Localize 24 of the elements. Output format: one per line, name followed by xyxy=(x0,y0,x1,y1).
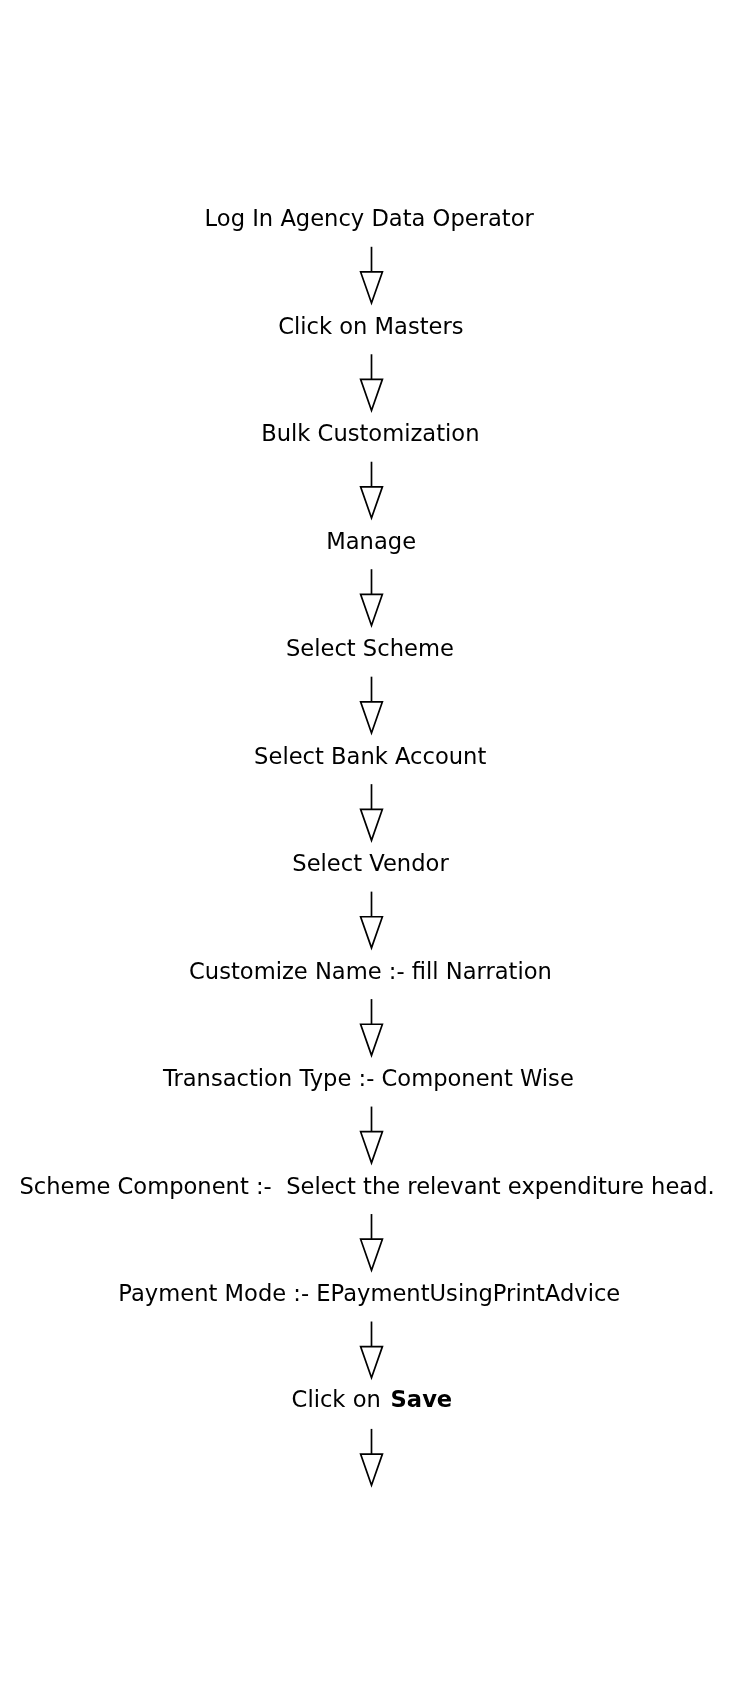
node-text: Scheme Component :- Select the relevant expenditure head. xyxy=(19,1172,715,1199)
arrow xyxy=(359,783,384,843)
node-text: Select Scheme xyxy=(285,635,454,662)
node-text: Transaction Type :- Component Wise xyxy=(162,1065,574,1092)
node-text: Click on Save xyxy=(291,1386,453,1413)
arrow xyxy=(359,998,384,1058)
arrow xyxy=(359,1213,384,1273)
arrow xyxy=(359,890,384,951)
arrow xyxy=(359,568,384,629)
node-text: Manage xyxy=(326,527,417,554)
arrow xyxy=(359,675,384,736)
node-text: Click on Masters xyxy=(278,312,464,339)
arrow xyxy=(359,245,384,306)
node-text: Customize Name :- fill Narration xyxy=(189,957,552,984)
node-text: Bulk Customization xyxy=(261,420,480,447)
node-text: Payment Mode :- EPaymentUsingPrintAdvice xyxy=(118,1280,621,1307)
arrow xyxy=(359,1320,384,1381)
arrow xyxy=(359,353,384,414)
node-text: Log In Agency Data Operator xyxy=(204,205,534,232)
arrow xyxy=(359,1428,384,1488)
arrow xyxy=(359,1105,384,1166)
arrow xyxy=(359,460,384,521)
node-text: Select Bank Account xyxy=(254,742,487,769)
node-text: Select Vendor xyxy=(292,850,449,877)
